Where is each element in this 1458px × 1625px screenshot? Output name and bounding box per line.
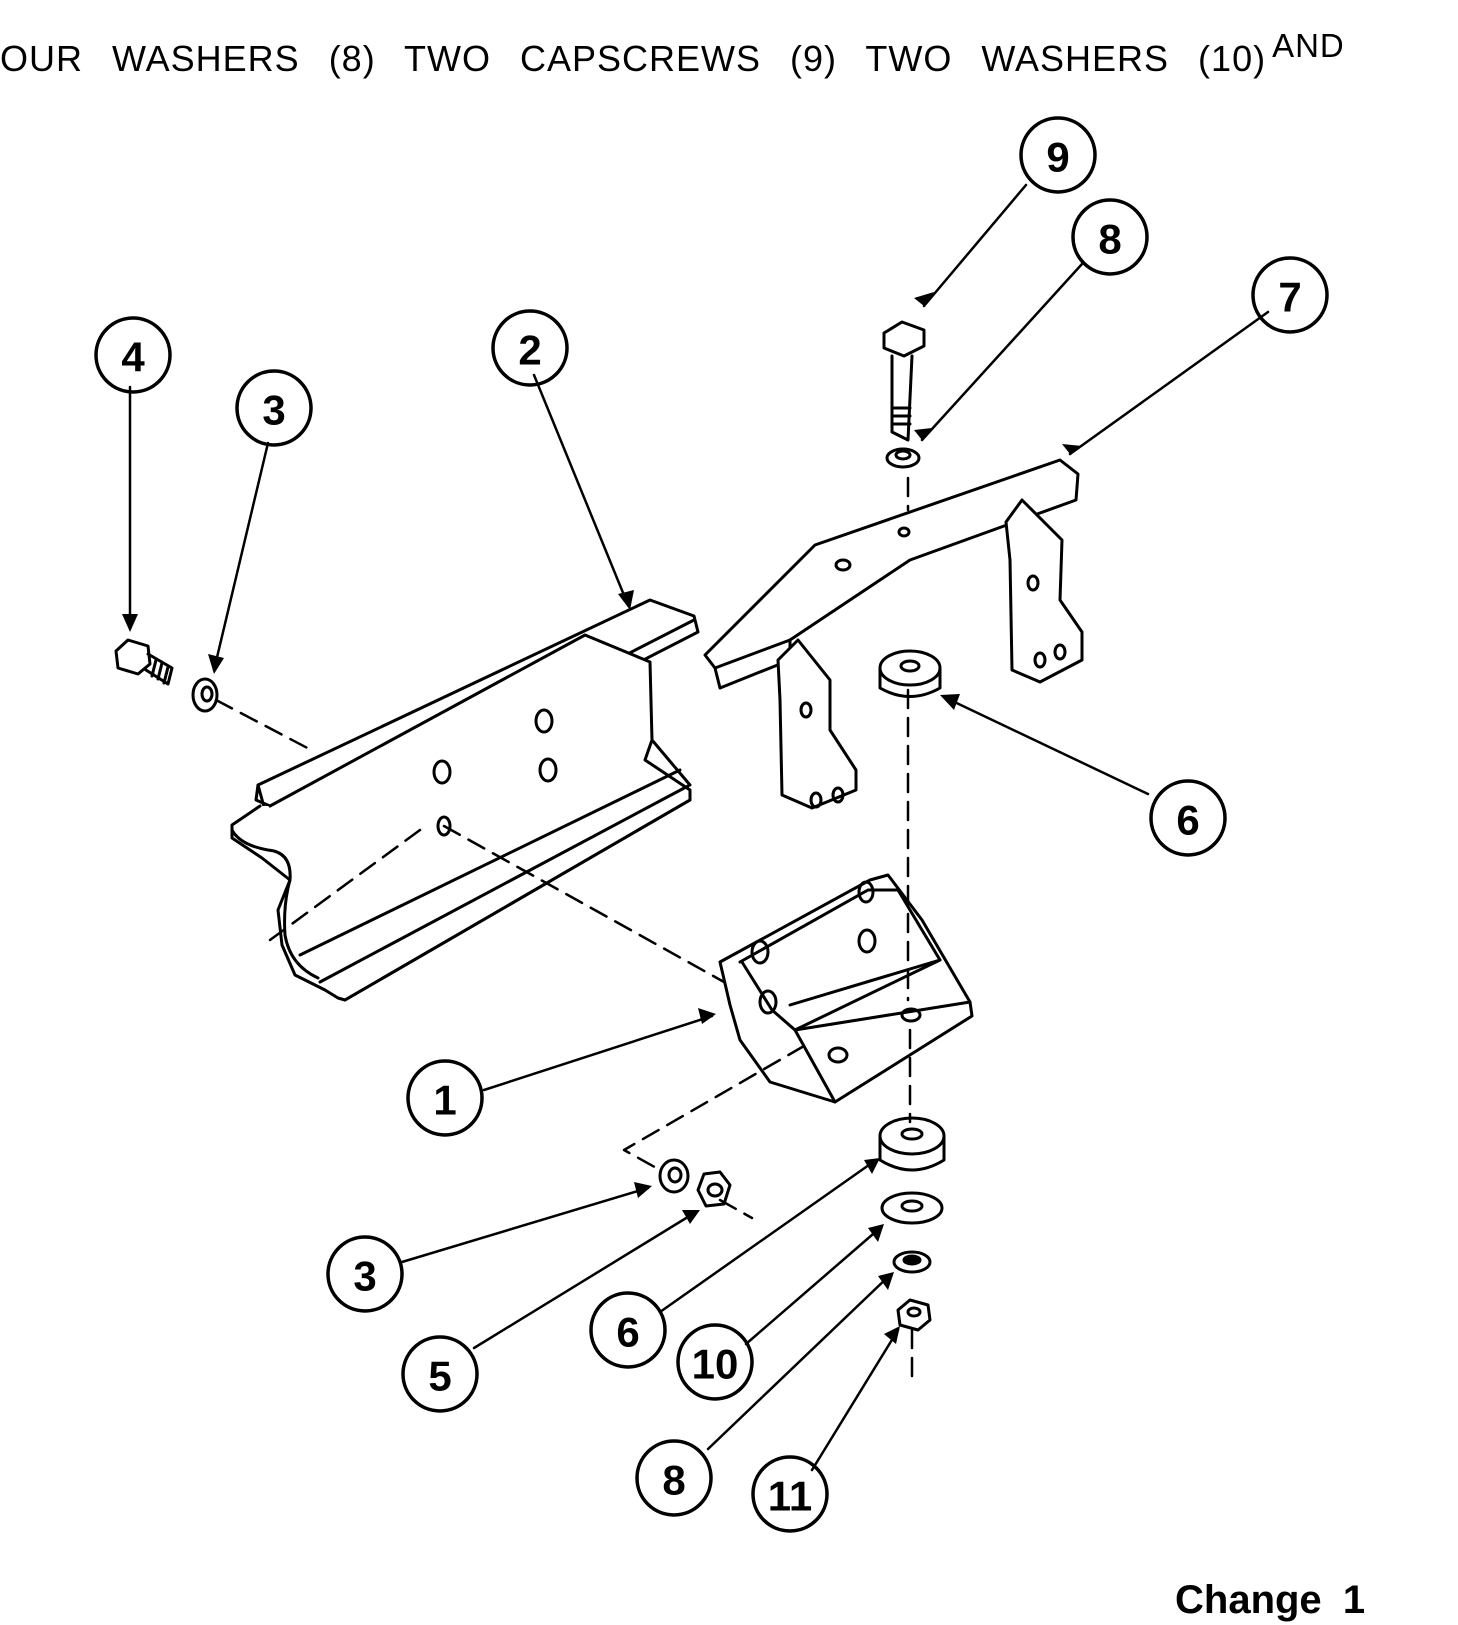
washer-part-10 <box>880 1191 944 1225</box>
callout-label-2: 2 <box>518 327 541 374</box>
callout-circle-8-bottom <box>635 1439 713 1517</box>
callout-circle-11 <box>751 1455 829 1533</box>
instruction-text-line: OUR WASHERS (8) TWO CAPSCREWS (9) TWO WA… <box>0 27 1345 80</box>
callout-label-7: 7 <box>1278 274 1301 321</box>
callout-label-8-bottom: 8 <box>662 1457 685 1504</box>
callout-circle-10 <box>676 1323 754 1401</box>
mount-plate-part-1 <box>718 873 974 1104</box>
spacer-part-6-top <box>878 649 942 698</box>
callout-label-6-top: 6 <box>1176 797 1199 844</box>
callout-circle-6-bottom <box>589 1291 667 1369</box>
leader-lines <box>128 183 1270 1472</box>
assembly-guide-lines <box>214 476 914 1382</box>
washer-part-3-top <box>191 677 219 713</box>
spacer-part-6-bottom <box>878 1116 946 1172</box>
callout-circle-6-top <box>1149 779 1227 857</box>
capscrew-part-4 <box>114 638 174 686</box>
callout-label-11: 11 <box>768 1473 812 1520</box>
instruction-text-trailing: AND <box>1272 27 1345 64</box>
change-label: Change <box>1175 1578 1322 1622</box>
bracket-part-7 <box>703 458 1084 810</box>
callout-label-4: 4 <box>121 334 145 381</box>
washer-part-3-bottom <box>658 1158 690 1194</box>
callout-circle-5 <box>401 1335 479 1413</box>
callout-circle-7 <box>1251 256 1329 334</box>
arrowheads <box>122 292 1082 1344</box>
callout-circle-1 <box>406 1059 484 1137</box>
callout-circle-2 <box>491 309 569 387</box>
callout-label-9: 9 <box>1046 134 1069 181</box>
callout-circle-3-bottom <box>326 1235 404 1313</box>
callout-circles <box>94 116 1329 1533</box>
callout-label-3-bottom: 3 <box>353 1253 376 1300</box>
page-footer-change: Change 1 <box>1175 1578 1365 1623</box>
callout-label-6-bottom: 6 <box>616 1309 639 1356</box>
washer-part-8-top <box>885 447 921 469</box>
callout-circle-8-top <box>1071 198 1149 276</box>
callout-label-1: 1 <box>433 1077 456 1124</box>
nut-part-11 <box>896 1298 932 1332</box>
callout-label-3-top: 3 <box>262 387 285 434</box>
nut-part-5 <box>696 1170 732 1208</box>
callout-label-10: 10 <box>692 1341 739 1388</box>
capscrew-part-9 <box>882 320 926 442</box>
change-number: 1 <box>1342 1578 1366 1622</box>
callout-label-5: 5 <box>428 1353 451 1400</box>
callout-circle-3-top <box>235 369 313 447</box>
callout-circle-4 <box>94 316 172 394</box>
washer-part-8-bottom <box>892 1250 932 1274</box>
callout-circle-9 <box>1019 116 1097 194</box>
callout-label-8-top: 8 <box>1098 216 1121 263</box>
rail-channel-part-2 <box>230 598 700 1002</box>
instruction-text: OUR WASHERS (8) TWO CAPSCREWS (9) TWO WA… <box>0 38 1267 79</box>
